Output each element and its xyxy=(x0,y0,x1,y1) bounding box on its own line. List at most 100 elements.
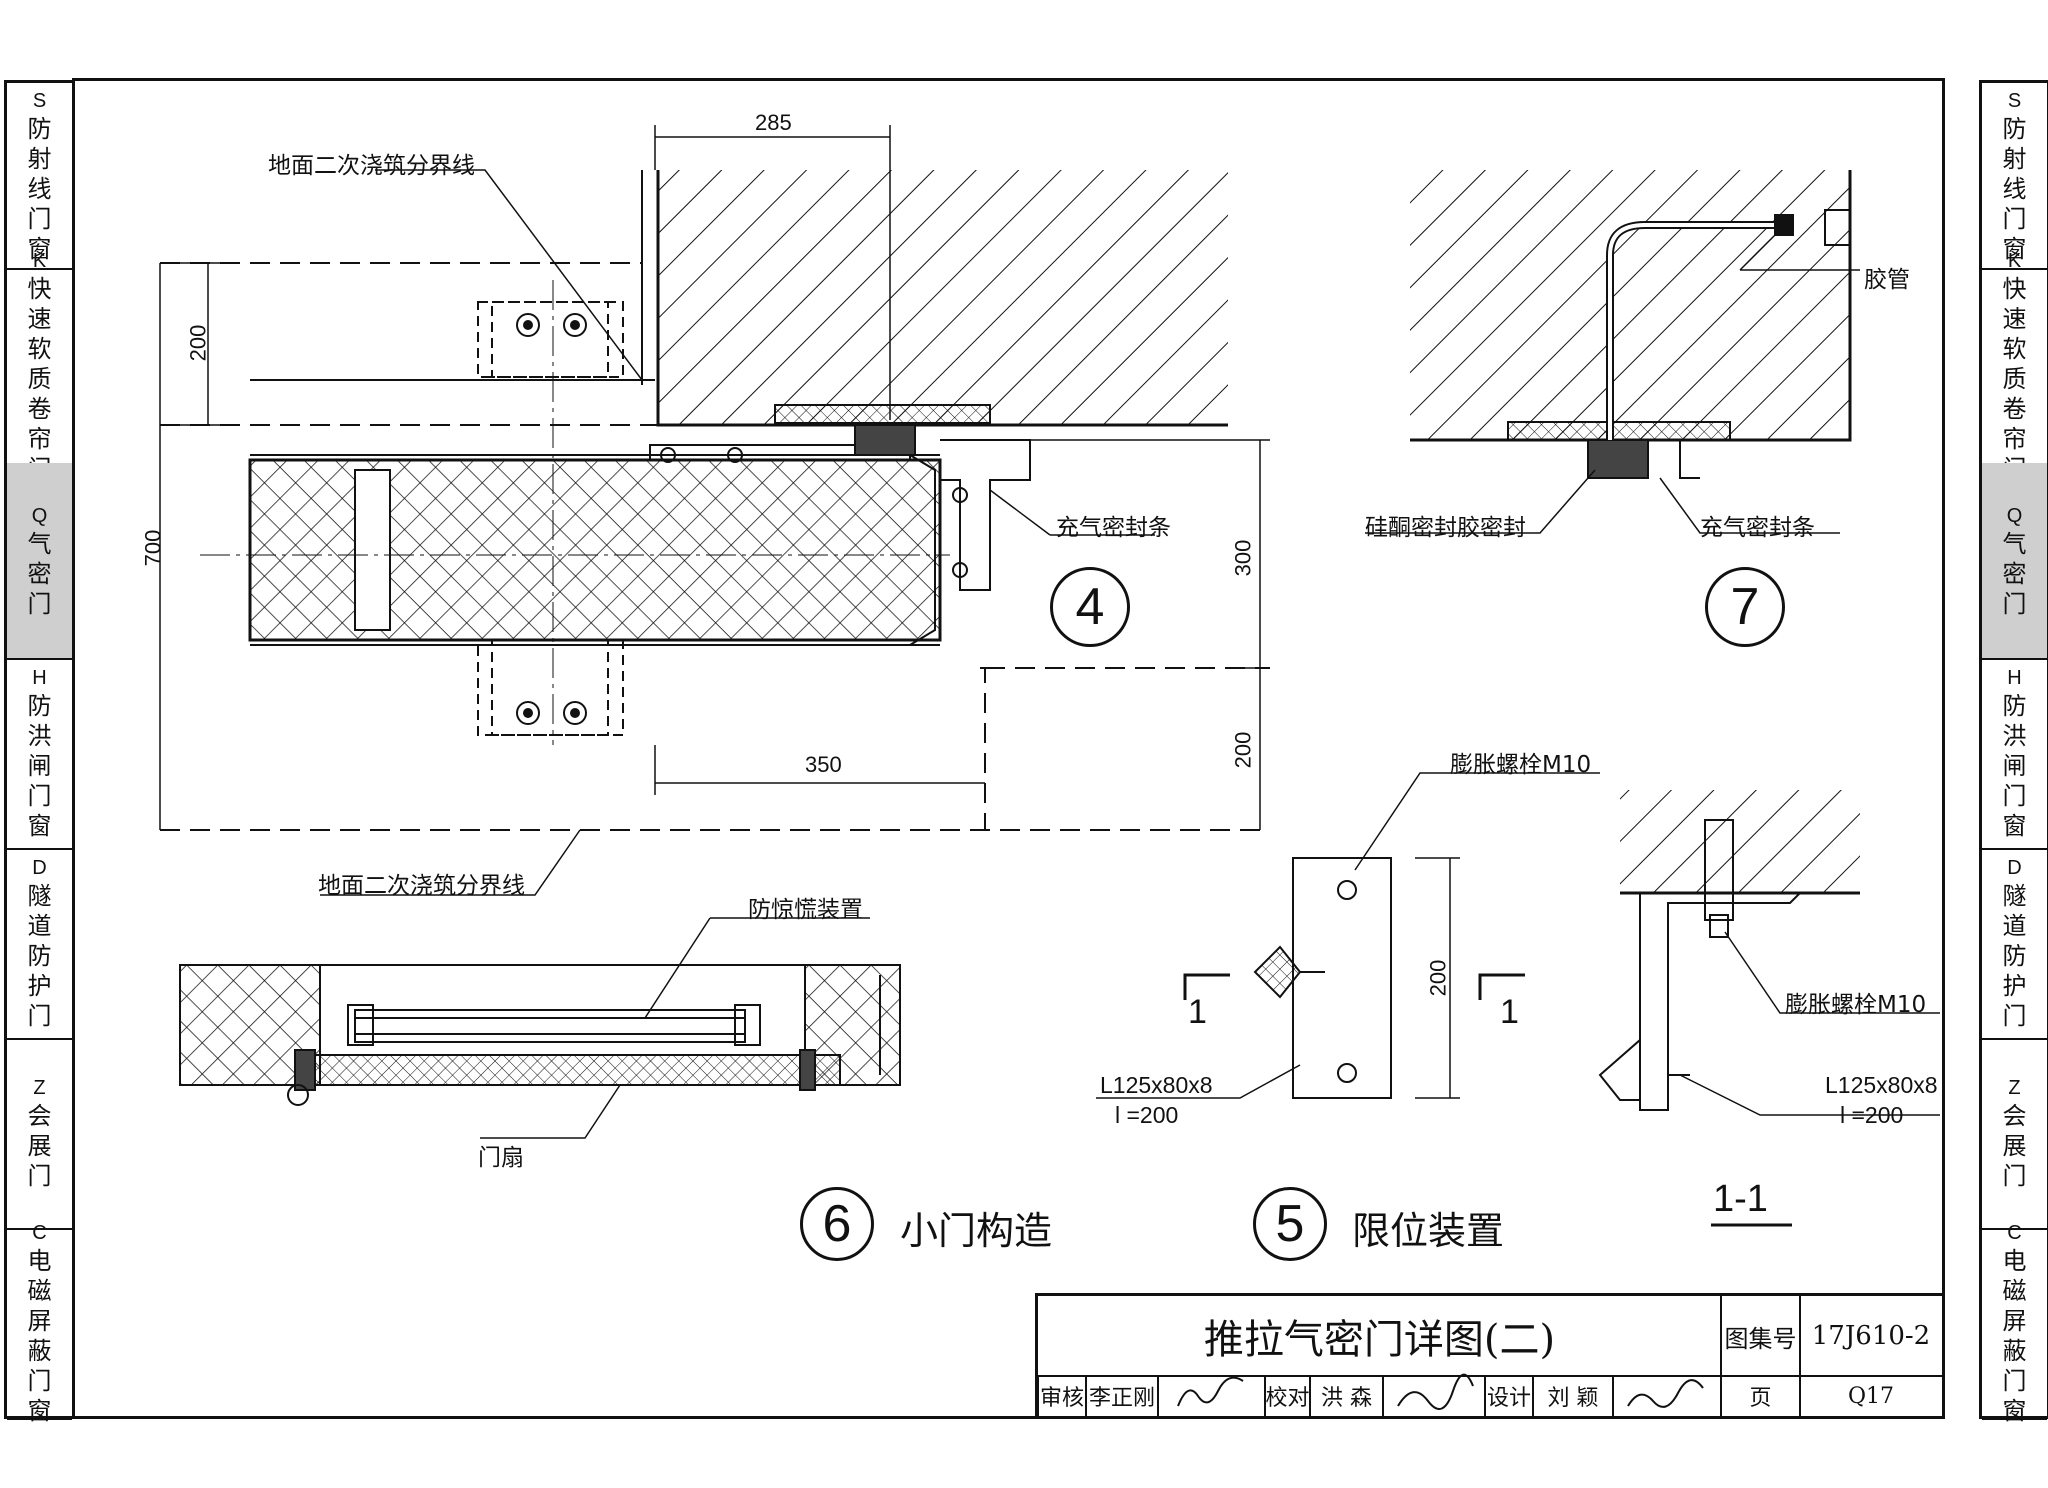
drawing-frame xyxy=(72,78,1945,1419)
angle-label-5: L125x80x8 xyxy=(1100,1072,1213,1098)
index-tab-char: 防 xyxy=(27,114,52,143)
section-mark-right: 1 xyxy=(1500,993,1519,1031)
index-tab-code: Z xyxy=(2008,1077,2021,1099)
index-tab-char: 会 xyxy=(27,1102,52,1130)
page-number: Q17 xyxy=(1847,1383,1895,1409)
index-tab-code: D xyxy=(32,857,47,879)
silicone-seal-label: 硅酮密封胶密封 xyxy=(1365,515,1526,541)
page-label: 页 xyxy=(1749,1386,1772,1411)
left-index-sidebar: S防射线门窗K快速软质卷帘门Q气密门H防洪闸门窗D隧道防护门Z会展门C电磁屏蔽门… xyxy=(4,80,75,1425)
index-tab-char: 护 xyxy=(2002,972,2027,1000)
index-tab-char: 软 xyxy=(2002,334,2027,363)
index-tab-k: K快速软质卷帘门 xyxy=(1982,250,2047,483)
index-tab-char: 窗 xyxy=(27,234,52,263)
index-tab-char: 线 xyxy=(27,174,52,203)
dim-700: 700 xyxy=(140,529,166,567)
dim-285: 285 xyxy=(755,110,792,135)
detail-6-title: 小门构造 xyxy=(900,1209,1053,1253)
index-tab-char: 门 xyxy=(2002,1162,2027,1190)
index-tab-char: 密 xyxy=(2002,559,2027,588)
expansion-bolt-label-11: 膨胀螺栓M10 xyxy=(1785,992,1927,1018)
index-tab-char: 门 xyxy=(2002,589,2027,618)
index-tab-char: 窗 xyxy=(2002,812,2027,840)
dim-200-lower: 200 xyxy=(1230,731,1256,769)
door-leaf-label: 门扇 xyxy=(478,1145,524,1171)
index-tab-char: 窗 xyxy=(2002,1397,2027,1425)
index-tab-char: 气 xyxy=(2002,529,2027,558)
index-tab-code: K xyxy=(2007,249,2022,272)
index-tab-char: 蔽 xyxy=(27,1337,52,1365)
index-tab-char: 磁 xyxy=(27,1277,52,1305)
index-tab-char: 质 xyxy=(27,364,52,393)
dim-350: 350 xyxy=(805,752,842,777)
index-tab-char: 道 xyxy=(2002,912,2027,940)
detail-6-marker: 6 xyxy=(800,1187,874,1261)
index-tab-char: 窗 xyxy=(27,812,52,840)
detail-7-marker: 7 xyxy=(1705,567,1785,647)
index-tab-char: 帘 xyxy=(27,424,52,453)
index-tab-char: 快 xyxy=(2002,274,2027,303)
index-tab-char: 防 xyxy=(27,692,52,720)
index-tab-char: 射 xyxy=(2002,144,2027,173)
index-tab-char: 门 xyxy=(27,782,52,810)
index-tab-char: 闸 xyxy=(2002,752,2027,780)
index-tab-char: 屏 xyxy=(27,1307,52,1335)
index-tab-char: 密 xyxy=(27,559,52,588)
index-tab-char: 护 xyxy=(27,972,52,1000)
detail-4-drawing xyxy=(159,125,1270,896)
index-tab-char: 防 xyxy=(2002,942,2027,970)
index-tab-code: Q xyxy=(31,504,48,527)
index-tab-char: 帘 xyxy=(2002,424,2027,453)
detail-7-number: 7 xyxy=(1730,578,1760,636)
index-tab-code: S xyxy=(32,89,47,112)
index-tab-char: 防 xyxy=(27,942,52,970)
detail-5-marker: 5 xyxy=(1253,1187,1327,1261)
hose-label: 胶管 xyxy=(1864,267,1910,293)
index-tab-char: 门 xyxy=(2002,204,2027,233)
index-tab-char: 门 xyxy=(27,204,52,233)
designer-name: 刘 颖 xyxy=(1547,1386,1599,1411)
reviewer-signature xyxy=(1177,1376,1244,1407)
dim-300: 300 xyxy=(1230,539,1256,577)
index-tab-char: 屏 xyxy=(2002,1307,2027,1335)
index-tab-char: 隧 xyxy=(2002,882,2027,910)
index-tab-char: 会 xyxy=(2002,1102,2027,1130)
design-label: 设计 xyxy=(1486,1386,1531,1411)
index-tab-char: 线 xyxy=(2002,174,2027,203)
index-tab-k: K快速软质卷帘门 xyxy=(7,250,72,483)
index-tab-code: S xyxy=(2007,89,2022,112)
index-tab-char: 质 xyxy=(2002,364,2027,393)
right-index-sidebar: S防射线门窗K快速软质卷帘门Q气密门H防洪闸门窗D隧道防护门Z会展门C电磁屏蔽门… xyxy=(1979,80,2048,1425)
index-tab-char: 门 xyxy=(2002,1367,2027,1395)
angle-label-11: L125x80x8 xyxy=(1825,1072,1938,1098)
detail-4-number: 4 xyxy=(1075,578,1105,636)
index-tab-char: 速 xyxy=(2002,304,2027,333)
index-tab-char: 卷 xyxy=(27,394,52,423)
ground-line-label-top: 地面二次浇筑分界线 xyxy=(268,153,475,179)
index-tab-char: 门 xyxy=(27,1002,52,1030)
index-tab-char: 防 xyxy=(2002,114,2027,143)
atlas-number: 17J610-2 xyxy=(1811,1321,1931,1351)
detail-5-number: 5 xyxy=(1275,1195,1305,1253)
index-tab-char: 窗 xyxy=(2002,234,2027,263)
reviewer-name: 李正刚 xyxy=(1088,1386,1155,1411)
index-tab-char: 洪 xyxy=(27,722,52,750)
index-tab-char: 门 xyxy=(27,589,52,618)
ground-line-label-bottom: 地面二次浇筑分界线 xyxy=(318,873,525,899)
title-block-grid xyxy=(1038,1296,1942,1416)
index-tab-char: 展 xyxy=(27,1132,52,1160)
detail-7-drawing xyxy=(1365,170,1860,534)
dim-200-detail5: 200 xyxy=(1425,959,1451,997)
detail-6-drawing xyxy=(179,917,901,1139)
index-tab-char: 速 xyxy=(27,304,52,333)
index-tab-code: C xyxy=(32,1222,47,1244)
